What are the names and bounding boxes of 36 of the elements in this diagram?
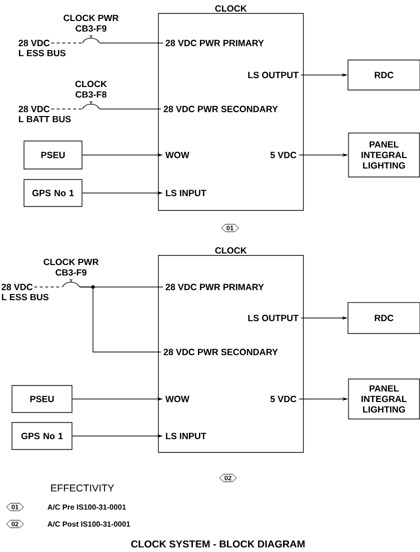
port-label: 28 VDC PWR PRIMARY — [166, 284, 264, 290]
port-label: 5 VDC — [270, 152, 296, 158]
equipment-box: GPS No 1 — [12, 422, 72, 450]
equipment-box: PSEU — [24, 140, 82, 170]
node-label: CLOCK — [215, 247, 247, 254]
equipment-box: RDC — [348, 302, 420, 334]
port-label: LS OUTPUT — [248, 72, 299, 78]
bus-label: 28 VDC L ESS BUS — [2, 284, 48, 300]
dashed-wire — [50, 108, 82, 110]
port-label: 28 VDC PWR PRIMARY — [166, 40, 264, 46]
equipment-box: GPS No 1 — [24, 179, 82, 207]
equipment-box: RDC — [348, 60, 420, 90]
port-label: WOW — [165, 152, 190, 158]
equipment-box: PANEL INTEGRAL LIGHTING — [348, 378, 420, 420]
port-label: 5 VDC — [270, 396, 296, 402]
breaker-label: CLOCK PWR CB3-F9 — [64, 14, 119, 32]
legend-heading: EFFECTIVITY — [51, 484, 114, 492]
breaker-label: CLOCK PWR CB3-F9 — [44, 258, 99, 276]
port-label: LS INPUT — [166, 432, 206, 440]
node-label: CLOCK — [215, 5, 247, 12]
port-label: 28 VDC PWR SECONDARY — [164, 348, 278, 356]
equipment-box: PANEL INTEGRAL LIGHTING — [348, 132, 420, 178]
caption: CLOCK SYSTEM - BLOCK DIAGRAM — [131, 540, 305, 548]
wire — [100, 108, 162, 110]
wire — [80, 286, 162, 352]
breaker-label: CLOCK CB3-F8 — [75, 80, 107, 98]
port-label: LS INPUT — [166, 190, 206, 196]
wire — [100, 42, 164, 44]
port-label: LS OUTPUT — [248, 314, 299, 322]
dashed-wire — [50, 42, 82, 44]
dashed-wire — [34, 286, 62, 288]
bus-label: 28 VDC L BATT BUS — [18, 106, 71, 122]
equipment-box: PSEU — [12, 385, 72, 413]
bus-label: 28 VDC L ESS BUS — [18, 40, 66, 56]
port-label: WOW — [165, 396, 190, 402]
port-label: 28 VDC PWR SECONDARY — [164, 106, 278, 112]
